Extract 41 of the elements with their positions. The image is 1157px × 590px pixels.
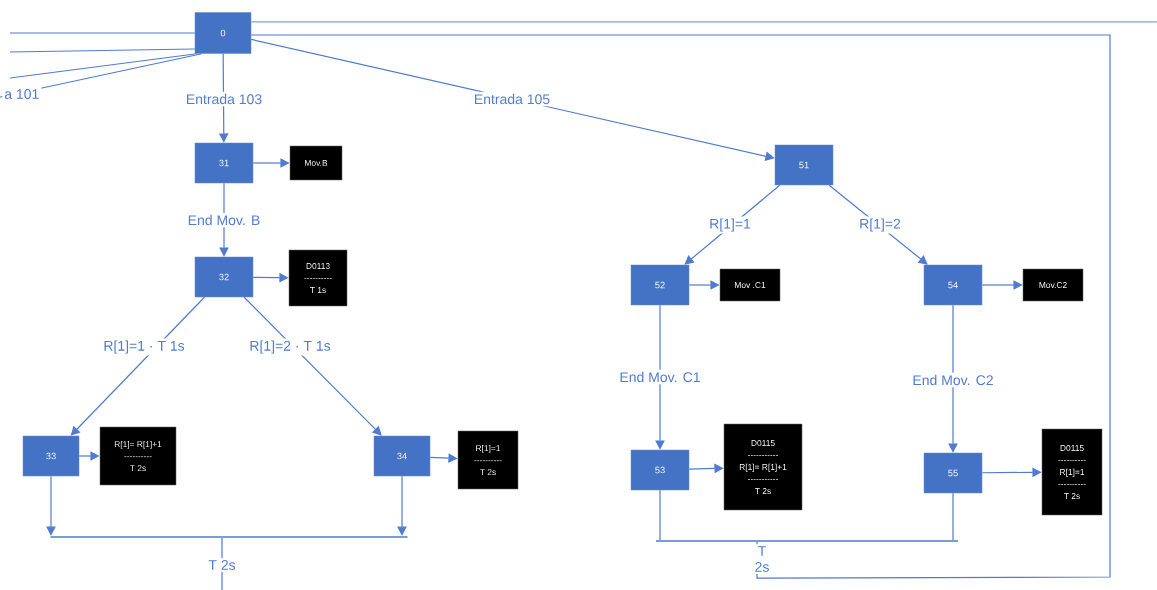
action-box: D0115 ----------- R[1]= R[1]+1 ----------- T 2s [723, 423, 803, 511]
edge-label: R[1]=2 [857, 216, 903, 234]
step-box: 52 [630, 264, 690, 306]
edge-label: R[1]=2 · T 1s [247, 338, 333, 356]
edge-label: R[1]=1 · T 1s [101, 338, 187, 356]
edge-label: End Mov. B [185, 212, 263, 228]
step-box: 54 [923, 264, 983, 306]
connector [9, 32, 196, 34]
edge-label: Entrada 105 [471, 91, 553, 107]
edge-label: End Mov. C2 [910, 372, 996, 388]
step-box: 33 [22, 435, 80, 477]
edge-label: T 2s [750, 544, 774, 574]
edge-label: End Mov. C1 [617, 369, 703, 385]
step-box: 34 [373, 435, 431, 477]
connector [397, 475, 407, 536]
connector [250, 34, 1111, 579]
edge-label: Entrada 103 [183, 91, 265, 107]
action-box: Mov.B [289, 145, 343, 181]
step-box: 32 [194, 256, 254, 298]
action-box: Mov.C2 [1022, 268, 1084, 302]
step-box: 51 [774, 144, 834, 186]
connector [9, 48, 196, 53]
edge-label: T 2s [206, 558, 238, 572]
action-box: Mov .C1 [719, 268, 781, 302]
connector [46, 475, 56, 536]
action-box: D0115 ---------- R[1]=1 ---------- T 2s [1041, 428, 1103, 516]
step-box: 31 [194, 142, 254, 184]
step-box: 0 [194, 12, 252, 54]
connector [70, 296, 206, 436]
edge-label: R[1]=1 [707, 216, 753, 234]
connector [659, 489, 661, 541]
connector [9, 53, 198, 79]
connector [250, 21, 1157, 23]
edge-label: a 101 [2, 87, 42, 101]
step-box: 55 [923, 452, 983, 494]
action-box: R[1]= R[1]+1 ---------- T 2s [99, 426, 177, 486]
action-box: D0113 ---------- T 1s [288, 249, 348, 307]
action-box: R[1]=1 ---------- T 2s [457, 430, 519, 490]
connector [243, 296, 382, 436]
connector [952, 492, 954, 541]
step-box: 53 [630, 449, 690, 491]
